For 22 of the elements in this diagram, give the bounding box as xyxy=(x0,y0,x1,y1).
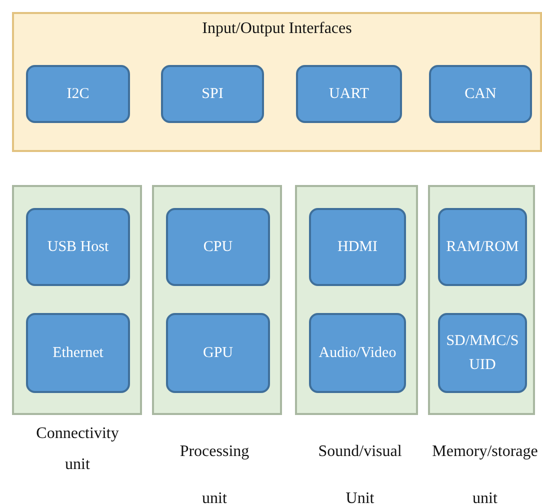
component-block: RAM/ROM xyxy=(438,208,527,286)
component-block: SPI xyxy=(161,65,264,123)
component-block: USB Host xyxy=(26,208,130,286)
component-block: GPU xyxy=(166,313,270,393)
unit-caption: Connectivity unit xyxy=(35,424,120,475)
unit-caption: Processing unit xyxy=(178,442,250,504)
component-block: Audio/Video xyxy=(309,313,406,393)
interfaces-band xyxy=(12,12,542,152)
component-block: HDMI xyxy=(309,208,406,286)
component-block: UART xyxy=(296,65,402,123)
component-block: Ethernet xyxy=(26,313,130,393)
unit-panel xyxy=(152,185,282,415)
band-title: Input/Output Interfaces xyxy=(201,20,353,38)
unit-panel xyxy=(428,185,535,415)
component-block: CAN xyxy=(429,65,532,123)
unit-panel xyxy=(12,185,142,415)
component-block: I2C xyxy=(26,65,130,123)
component-block: CPU xyxy=(166,208,270,286)
unit-caption: Memory/storage unit xyxy=(431,442,539,504)
unit-caption: Sound/visual Unit xyxy=(317,442,403,504)
component-block: SD/MMC/SUID xyxy=(438,313,527,393)
unit-panel xyxy=(295,185,418,415)
